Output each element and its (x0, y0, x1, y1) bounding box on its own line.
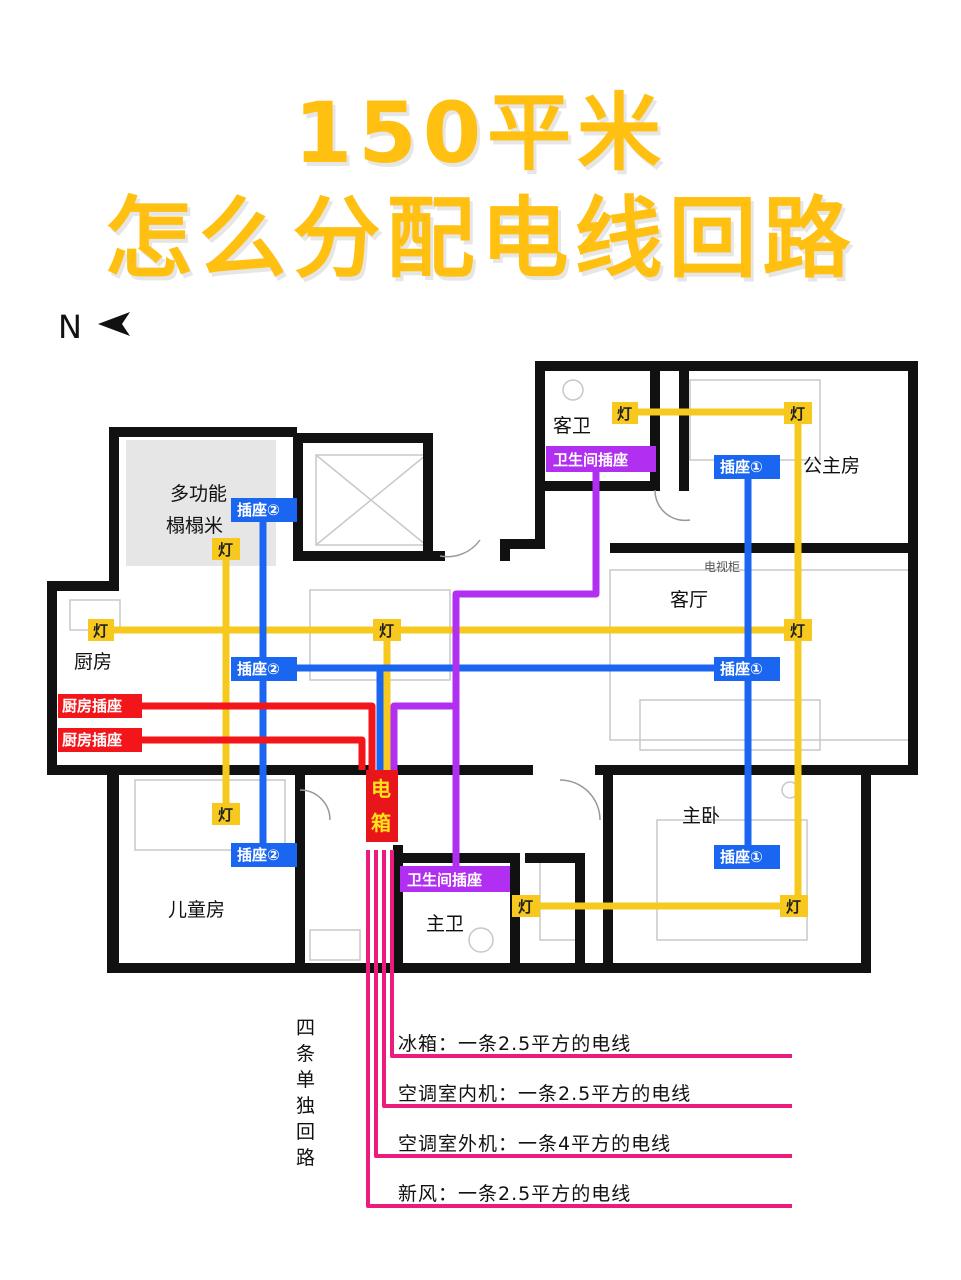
room-guest-bath: 客卫 (553, 415, 591, 437)
socket2-tag: 插座② (237, 846, 280, 864)
panel-char-1: 电 (371, 777, 391, 801)
bath-socket-tag: 卫生间插座 (553, 451, 628, 469)
light-tag: 灯 (93, 622, 108, 640)
bath-socket-tags: 卫生间插座 卫生间插座 (400, 446, 656, 892)
light-tag: 灯 (790, 622, 805, 640)
circuit-fridge: 冰箱：一条2.5平方的电线 (398, 1033, 631, 1055)
tv-cabinet-label: 电视柜 (704, 559, 740, 574)
room-multi-line1: 多功能 (170, 483, 227, 505)
socket2-tag: 插座② (237, 660, 280, 678)
circuit-ac-indoor: 空调室内机：一条2.5平方的电线 (398, 1083, 691, 1105)
room-living: 客厅 (670, 589, 708, 611)
room-master-bath: 主卫 (426, 913, 464, 935)
light-tag: 灯 (218, 806, 233, 824)
circuits-heading-char: 条 (296, 1043, 316, 1065)
circuits-heading-char: 独 (296, 1095, 316, 1117)
title-line-2: 怎么分配电线回路 (104, 187, 857, 290)
circuit-ac-outdoor: 空调室外机：一条4平方的电线 (398, 1133, 671, 1155)
kitchen-socket-tag: 厨房插座 (62, 697, 122, 715)
bath-socket-tag: 卫生间插座 (407, 871, 482, 889)
light-tag: 灯 (786, 898, 801, 916)
room-princess: 公主房 (803, 455, 860, 477)
north-arrow-icon (98, 312, 130, 336)
socket-tags: 插座① 插座① 插座① 插座② 插座② 插座② (231, 455, 780, 869)
compass-label: N (58, 308, 82, 346)
panel-char-2: 箱 (371, 811, 391, 835)
socket1-tag: 插座① (720, 660, 763, 678)
walls (47, 361, 918, 973)
dedicated-circuits (366, 850, 792, 1208)
kitchen-circuit (100, 702, 376, 770)
bath-circuit (390, 460, 600, 878)
light-tag: 灯 (790, 405, 805, 423)
circuit-fresh-air: 新风：一条2.5平方的电线 (398, 1183, 631, 1205)
socket2-tag: 插座② (237, 501, 280, 519)
title-line-1: 150平米 (293, 84, 668, 182)
socket1-tag: 插座① (720, 458, 763, 476)
electrical-panel (366, 770, 398, 842)
room-kitchen: 厨房 (74, 651, 112, 673)
socket1-tag: 插座① (720, 848, 763, 866)
room-multi-line2: 榻榻米 (166, 515, 223, 537)
light-tag: 灯 (617, 405, 632, 423)
light-tag: 灯 (518, 898, 533, 916)
room-master: 主卧 (682, 805, 720, 827)
light-tag: 灯 (379, 622, 394, 640)
circuits-heading-char: 路 (296, 1147, 316, 1169)
light-tags: 灯 灯 灯 灯 灯 灯 灯 灯 灯 (88, 402, 812, 917)
door-arcs (299, 489, 691, 821)
circuits-heading: 四 条 单 独 回 路 (296, 1017, 316, 1169)
socket-circuit (259, 466, 752, 858)
circuits-heading-char: 回 (296, 1121, 316, 1143)
light-circuit (100, 408, 802, 910)
room-kids: 儿童房 (168, 899, 225, 921)
kitchen-socket-tag: 厨房插座 (62, 731, 122, 749)
light-tag: 灯 (218, 541, 233, 559)
circuits-heading-char: 四 (296, 1017, 316, 1039)
kitchen-socket-tags: 厨房插座 厨房插座 (58, 694, 142, 752)
circuits-heading-char: 单 (296, 1069, 316, 1091)
